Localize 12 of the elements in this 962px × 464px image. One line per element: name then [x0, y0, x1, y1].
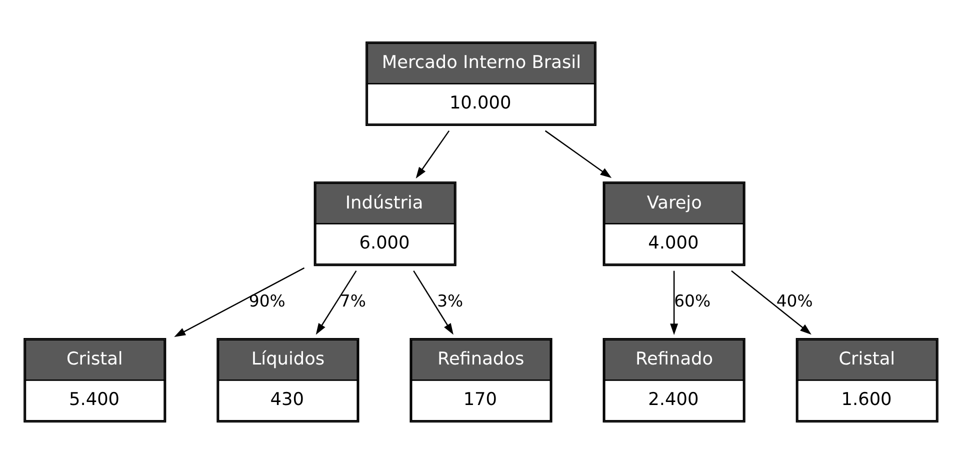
arrow	[416, 130, 450, 178]
arrow	[670, 270, 678, 336]
edge-label: 40%	[776, 291, 813, 310]
edge-label: 60%	[674, 291, 711, 310]
edge-label: 7%	[340, 291, 366, 310]
edge-label: 3%	[437, 291, 464, 310]
arrow	[544, 130, 612, 178]
arrow	[413, 270, 454, 335]
edge-label: 90%	[248, 291, 286, 310]
arrow	[731, 270, 812, 335]
arrow	[174, 267, 305, 337]
arrow	[316, 270, 357, 335]
